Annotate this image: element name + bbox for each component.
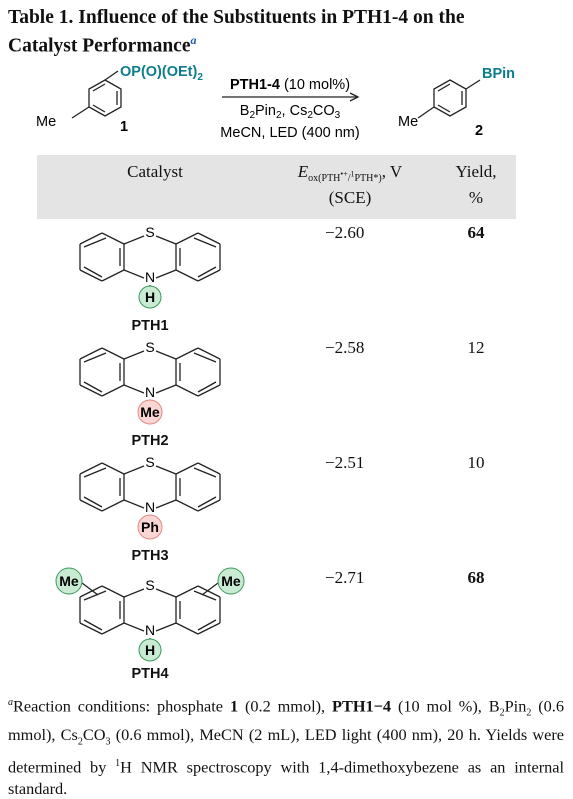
title-footnote-mark: a	[190, 33, 197, 47]
pth4-left-me: Me	[59, 573, 79, 589]
pth4-label: PTH4	[131, 666, 169, 682]
scheme-reagents: B2Pin2, Cs2CO3	[240, 103, 341, 121]
pth3-substituent-circle	[137, 514, 163, 540]
pth2-sulfur: S	[145, 339, 154, 355]
pth4-structure: S N H Me Me	[55, 567, 245, 662]
header-yield-unit: %	[468, 188, 484, 207]
reaction-scheme: OP(O)(OEt)2 Me 1 PTH1-4 (10 mol%) B2Pin2…	[36, 64, 515, 141]
pth4-sulfur: S	[145, 577, 154, 593]
reactant-group-sub: 2	[197, 72, 203, 83]
svg-text:PTH1-4 (10 mol%): PTH1-4 (10 mol%)	[230, 77, 350, 93]
pth3-substituent: Ph	[141, 519, 159, 535]
header-yield: Yield,	[455, 162, 497, 181]
pth1-structure: S N H	[79, 224, 221, 309]
pth2-substituent: Me	[140, 404, 160, 420]
product-group: BPin	[482, 66, 515, 82]
row4-yield: 68	[467, 568, 485, 587]
pth3-structure: S N Ph	[79, 454, 221, 540]
row3-eox: −2.51	[325, 453, 365, 472]
svg-text:OP(O)(OEt)2: OP(O)(OEt)2	[120, 64, 203, 83]
row2-yield: 12	[467, 338, 485, 357]
reactant-number: 1	[120, 119, 128, 135]
pth1-label: PTH1	[131, 318, 169, 334]
table-footnote: aReaction conditions: phosphate 1 (0.2 m…	[8, 696, 565, 798]
reactant-group: OP(O)(OEt)	[120, 64, 197, 80]
scheme-solvent-light: MeCN, LED (400 nm)	[220, 125, 359, 141]
title-line2: Catalyst Performance	[8, 35, 191, 57]
pth4-substituent-circle	[138, 638, 162, 662]
header-sce: (SCE)	[328, 188, 372, 207]
pth4-substituent: H	[145, 642, 155, 658]
scheme-catalyst: PTH1-4	[230, 77, 280, 93]
header-eox: Eox(PTH•+/1PTH*), V	[297, 162, 403, 185]
reactant-me: Me	[36, 114, 56, 130]
product-number: 2	[475, 123, 483, 139]
pth2-nitrogen: N	[145, 384, 155, 400]
product-me: Me	[398, 114, 418, 130]
pth1-substituent-circle	[138, 285, 162, 309]
pth4-right-me: Me	[221, 573, 241, 589]
pth2-label: PTH2	[131, 433, 169, 449]
pth1-substituent: H	[145, 289, 155, 305]
pth3-nitrogen: N	[145, 499, 155, 515]
pth4-left-me-circle	[55, 567, 83, 595]
header-catalyst: Catalyst	[127, 162, 183, 181]
scheme-catalyst-amount: (10 mol%)	[280, 77, 350, 93]
pth3-sulfur: S	[145, 454, 154, 470]
pth2-structure: S N Me	[79, 339, 221, 425]
row1-eox: −2.60	[325, 223, 365, 242]
pth3-label: PTH3	[131, 548, 169, 564]
pth4-nitrogen: N	[145, 622, 155, 638]
row4-eox: −2.71	[325, 568, 365, 587]
row1-yield: 64	[467, 223, 485, 242]
pth2-substituent-circle	[137, 399, 163, 425]
pth1-sulfur: S	[145, 224, 154, 240]
title-line1: Table 1. Influence of the Substituents i…	[8, 7, 465, 28]
table-header	[37, 155, 516, 219]
table-title: Table 1. Influence of the Substituents i…	[8, 6, 568, 58]
pth4-right-me-circle	[217, 567, 245, 595]
pth1-nitrogen: N	[145, 269, 155, 285]
row2-eox: −2.58	[325, 338, 365, 357]
row3-yield: 10	[467, 453, 485, 472]
